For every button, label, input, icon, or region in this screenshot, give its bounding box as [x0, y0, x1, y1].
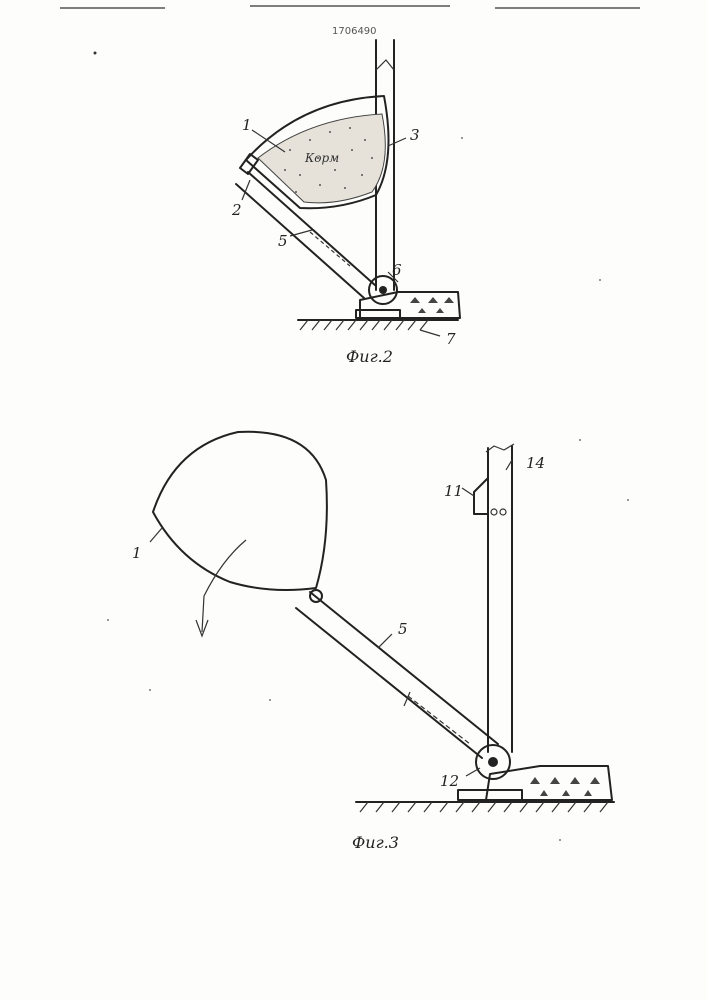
fig3-label-11: 11	[444, 482, 463, 500]
fig3-label-1: 1	[132, 544, 142, 562]
fig2-post-break	[376, 60, 394, 70]
fig3-base-plate	[458, 790, 522, 800]
fig2-caption: Фиг.2	[346, 347, 393, 366]
fig3-rotation-arc	[202, 540, 246, 632]
fig3-label-5: 5	[398, 620, 408, 638]
fig3-arm-top	[310, 592, 498, 744]
fig2-arm-bottom	[236, 184, 364, 298]
fig2-pivot-center	[379, 286, 387, 294]
fig3-arm-centerline	[408, 696, 470, 744]
fig2-base-plate	[356, 310, 400, 318]
fig2-label-1: 1	[242, 116, 252, 134]
fig3-label-14: 14	[526, 454, 545, 472]
fig2-ground-hatch	[300, 320, 428, 330]
fig2-leader-3	[388, 138, 406, 146]
fig3-pivot-center	[488, 757, 498, 767]
fig3-label-12: 12	[440, 772, 459, 790]
fig3-arm-bottom	[296, 608, 482, 758]
fig3-caption: Фиг.3	[352, 833, 399, 852]
fig3-leader-12	[466, 768, 480, 776]
fig3-hopper	[153, 432, 327, 590]
fig2-label-6: 6	[392, 261, 402, 279]
fig2-floor-feed	[360, 292, 460, 318]
fig3-bracket-bolt-2	[500, 509, 506, 515]
fig2-feed-label: Корм	[304, 151, 339, 165]
fig3-leader-5	[378, 634, 392, 648]
figure-2: Корм	[231, 40, 460, 366]
fig2-arm-centerline	[310, 232, 350, 266]
fig2-label-5: 5	[278, 232, 288, 250]
fig2-leader-7	[420, 330, 440, 336]
patent-number: 1706490	[332, 26, 377, 37]
figure-3: 1 5 11 12 14 Фиг.3	[132, 432, 614, 852]
fig3-floor-feed-marks	[530, 777, 600, 796]
fig3-leader-1	[150, 528, 162, 542]
fig3-post-break	[486, 444, 514, 452]
fig2-label-3: 3	[410, 126, 420, 144]
fig3-leader-11	[462, 488, 474, 496]
fig2-leader-5	[290, 230, 312, 236]
fig2-label-2: 2	[231, 201, 242, 219]
fig3-bracket	[474, 478, 488, 514]
scan-specks	[107, 137, 629, 841]
fig3-ground-hatch	[360, 802, 608, 812]
page-speck	[94, 52, 97, 55]
fig3-bracket-bolt-1	[491, 509, 497, 515]
fig2-floor-feed-marks	[410, 297, 454, 313]
fig2-label-7: 7	[446, 330, 456, 348]
